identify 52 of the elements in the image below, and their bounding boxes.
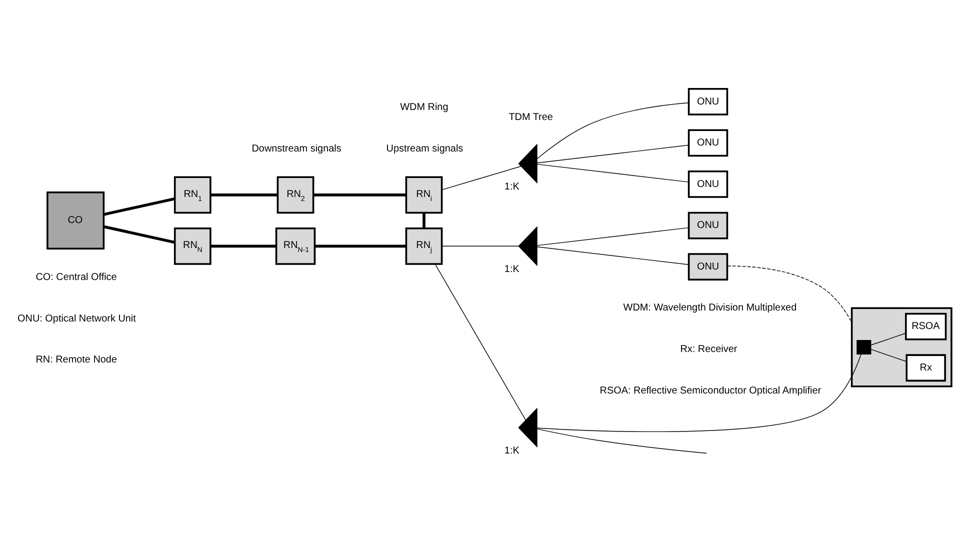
connector [102, 224, 175, 244]
connector [441, 165, 522, 190]
node-box: ONU [687, 211, 728, 239]
connector [312, 192, 406, 196]
label: TDM Tree [508, 111, 552, 122]
connector [210, 244, 276, 248]
label: WDM Ring [400, 101, 448, 112]
node-box: Rx [905, 354, 946, 382]
node-box: CO [46, 191, 104, 250]
connector [314, 244, 406, 248]
connector [536, 163, 689, 182]
connector [536, 226, 689, 246]
node-box: RN$_{N}$ [173, 226, 211, 264]
connector [536, 102, 688, 159]
cluster [850, 306, 952, 387]
node-box: RN$_{2}$ [276, 176, 314, 214]
connector [434, 263, 526, 421]
connector [210, 192, 277, 196]
label: RN: Remote Node [35, 354, 117, 366]
connector [726, 265, 852, 322]
label: CO: Central Office [35, 272, 116, 283]
connector [870, 348, 906, 362]
label: Downstream signals [251, 142, 341, 154]
connector [441, 245, 520, 246]
node-box: RN$_{j}$ [404, 226, 442, 264]
label: RSOA: Reflective Semiconductor Optical Amplifier [599, 384, 821, 396]
label: Upstream signals [386, 142, 463, 154]
node-box: ONU [687, 252, 728, 280]
node-triangle [518, 143, 537, 184]
connector [102, 196, 175, 216]
node-box: RN$_{N-1}$ [274, 226, 316, 264]
node-box: RN$_{i}$ [404, 176, 442, 214]
node-label: 1:K [504, 180, 519, 192]
node-triangle [518, 226, 537, 266]
node-box: ONU [687, 170, 728, 198]
node-label: 1:K [504, 263, 519, 274]
connector [870, 332, 906, 346]
connector [422, 212, 425, 228]
connector [536, 144, 689, 163]
connector [536, 352, 862, 432]
node-box [856, 339, 871, 354]
label: Rx: Receiver [680, 344, 737, 355]
label: ONU: Optical Network Unit [17, 312, 136, 324]
connector [536, 246, 689, 264]
node-box: RN$_{1}$ [173, 176, 211, 214]
label: WDM: Wavelength Division Multiplexed [622, 302, 796, 314]
node-box: ONU [687, 128, 728, 156]
node-box: RSOA [904, 312, 946, 340]
node-label: 1:K [504, 444, 519, 456]
node-triangle [518, 407, 537, 448]
connector [536, 428, 706, 454]
node-box: ONU [687, 87, 728, 115]
